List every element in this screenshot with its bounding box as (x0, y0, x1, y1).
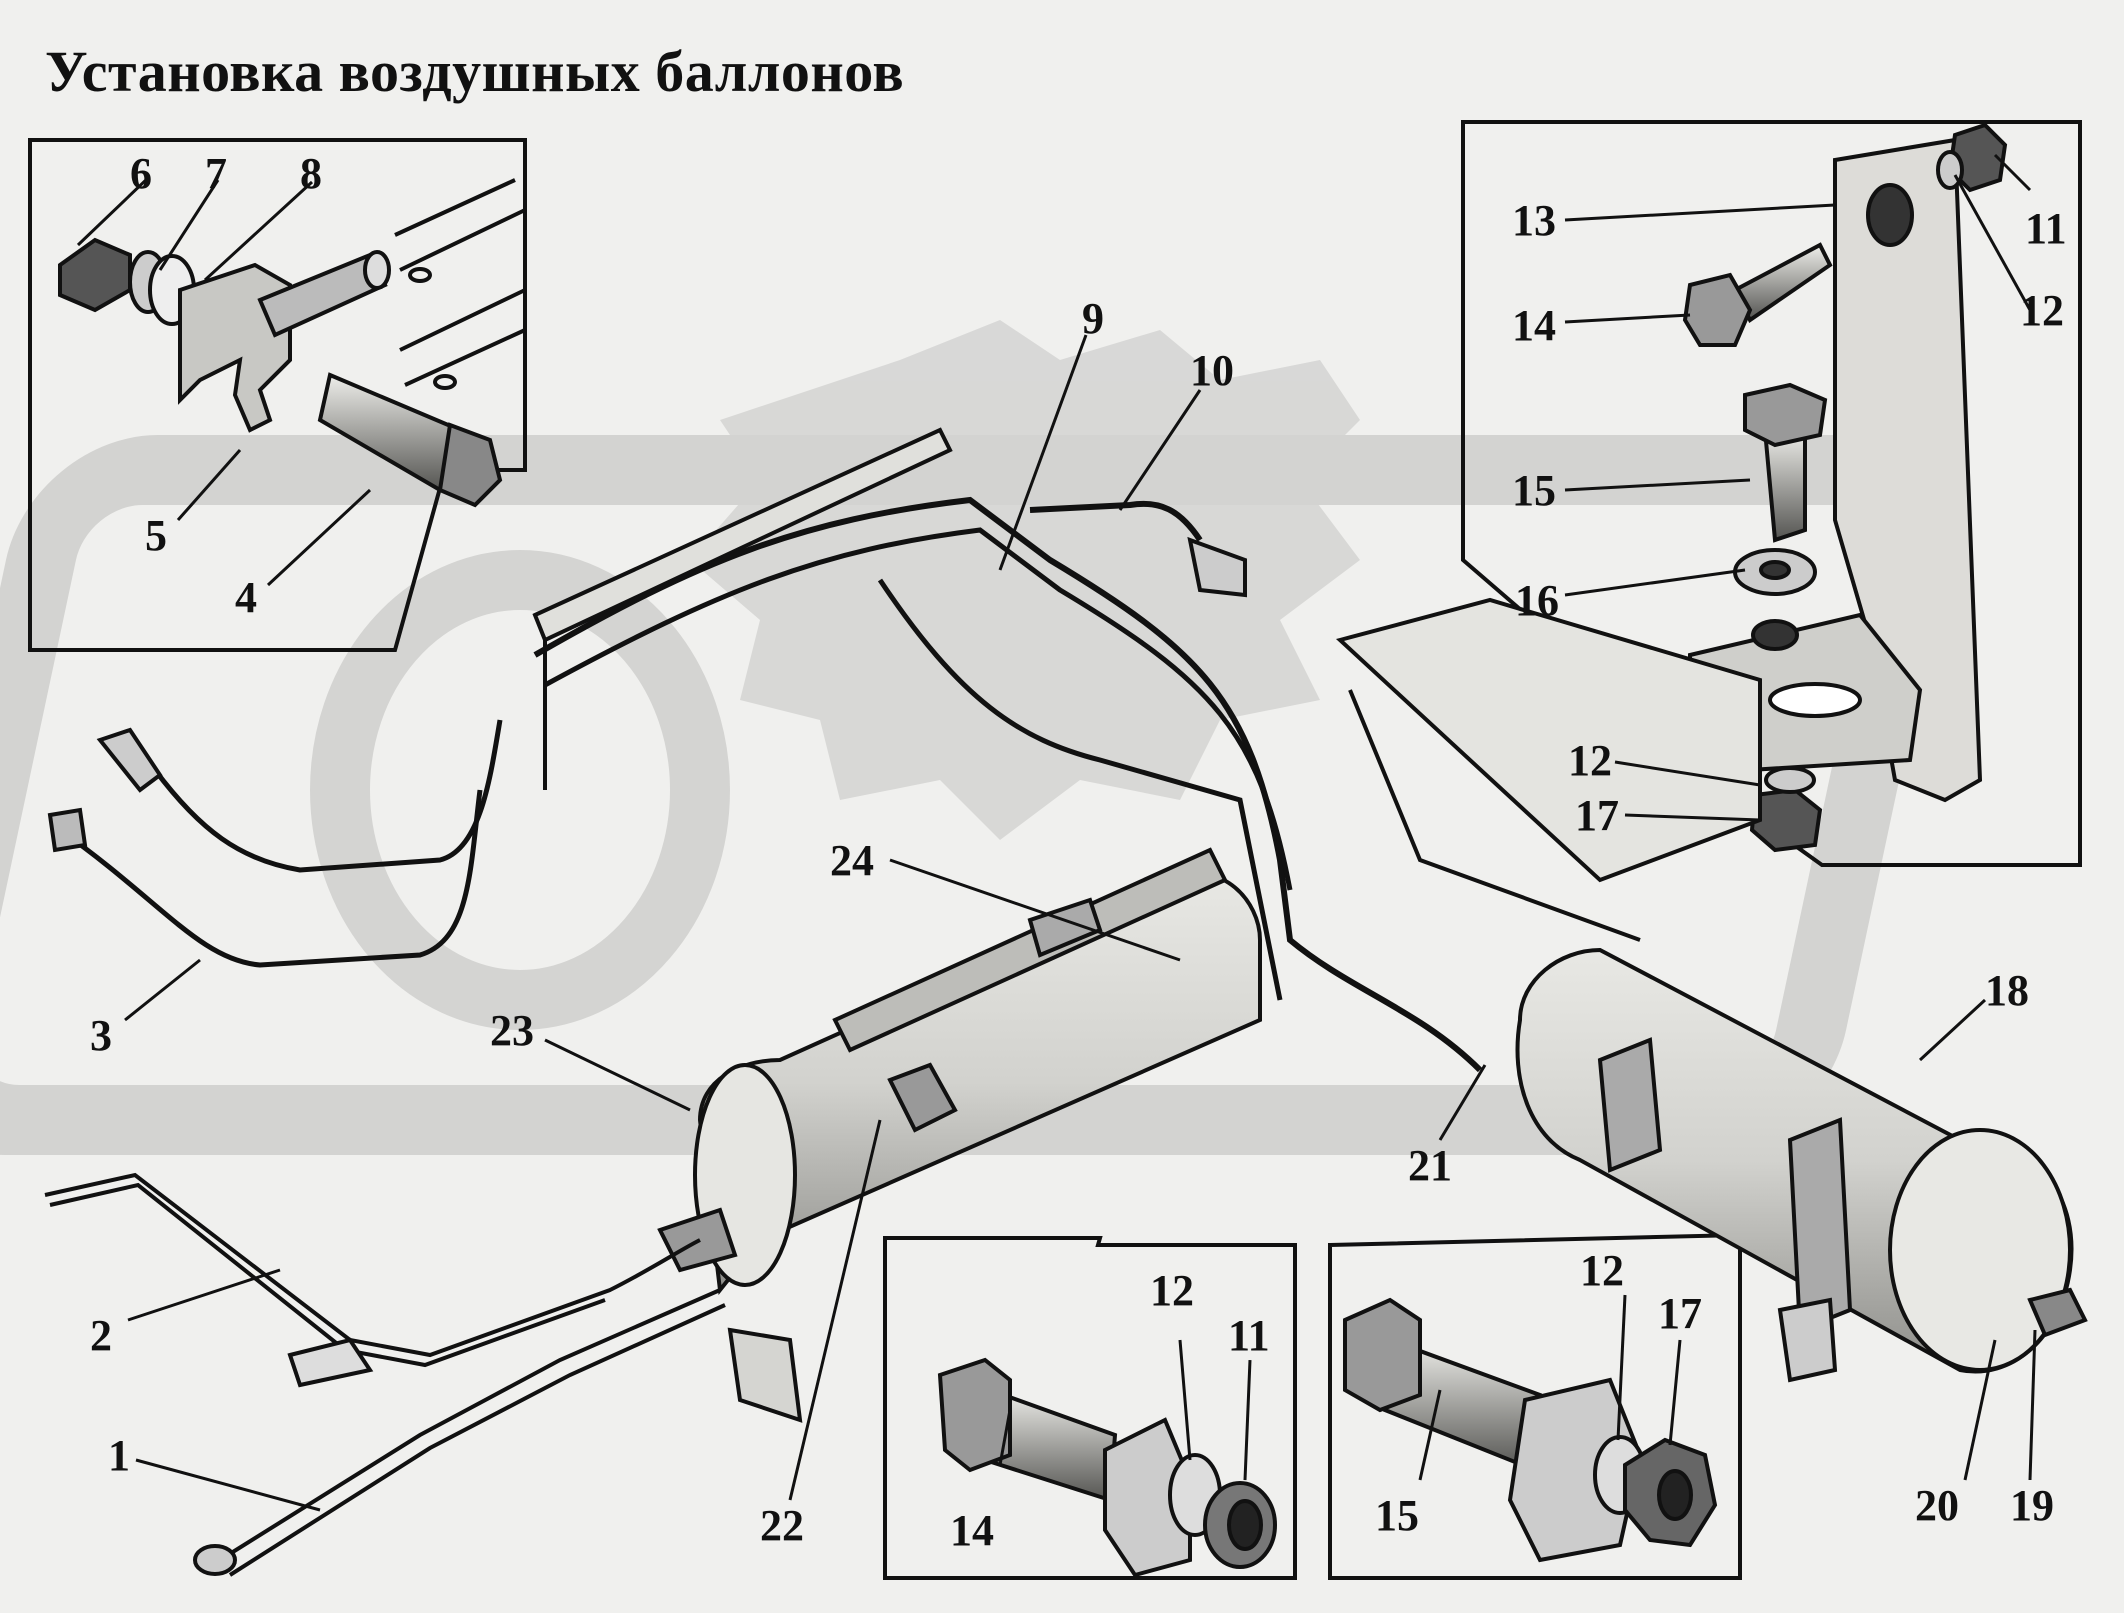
callout-4: 4 (235, 573, 257, 622)
callout-12-bottom-left: 12 (1150, 1266, 1194, 1315)
callout-12-top: 12 (2020, 286, 2064, 335)
bolt-head-icon (1682, 272, 1753, 347)
clamp-icon (887, 1062, 958, 1133)
elbow-fitting (1187, 536, 1247, 598)
callout-12-right-mid: 12 (1568, 736, 1612, 785)
hole-icon (1866, 183, 1914, 247)
callout-18: 18 (1985, 966, 2029, 1015)
nut-icon (1749, 787, 1823, 853)
tank-strap (1027, 897, 1103, 958)
callout-17-bottom: 17 (1658, 1289, 1702, 1338)
frame-beam (1335, 597, 1762, 883)
tank-strap (1597, 1037, 1663, 1173)
callout-19: 19 (2010, 1481, 2054, 1530)
clamp-icon (178, 262, 292, 433)
callout-7: 7 (205, 149, 227, 198)
inset-top-right (1461, 120, 2082, 867)
callout-16: 16 (1515, 576, 1559, 625)
nut-icon (58, 237, 132, 313)
callouts: 6 7 8 5 4 9 10 3 23 24 2 1 22 21 18 20 1… (90, 149, 2067, 1555)
pipe-icon (877, 578, 1283, 1001)
watermark-gear (690, 320, 1360, 840)
rod-2 (44, 1172, 701, 1358)
callout-14-bottom: 14 (950, 1506, 994, 1555)
callout-21: 21 (1408, 1141, 1452, 1190)
mounting-rail (532, 427, 953, 643)
drain-valve (2027, 1287, 2088, 1338)
callout-2: 2 (90, 1311, 112, 1360)
rod-1 (218, 1288, 721, 1562)
callout-13: 13 (1512, 196, 1556, 245)
inset-bottom-right (1328, 1232, 1742, 1580)
callout-14-top: 14 (1512, 301, 1556, 350)
pipe-icon (533, 496, 1483, 1073)
callout-9: 9 (1082, 294, 1104, 343)
fitting-icon (47, 807, 88, 853)
callout-11-top: 11 (2025, 204, 2067, 253)
pipe-icon (543, 527, 1293, 891)
callout-15-top: 15 (1512, 466, 1556, 515)
air-tank-left (657, 847, 1262, 1423)
pipe-icon (58, 789, 483, 968)
callout-11-bottom: 11 (1228, 1311, 1270, 1360)
fitting-icon (96, 727, 163, 793)
bracket-foot (727, 1327, 803, 1423)
callout-5: 5 (145, 511, 167, 560)
main-assembly (47, 427, 1762, 1073)
diagram-title: Установка воздушных баллонов (45, 39, 905, 104)
clip-icon (287, 1337, 374, 1388)
bolt-icon (1762, 428, 1807, 543)
callout-10: 10 (1190, 346, 1234, 395)
bolt-head-icon (1743, 382, 1828, 448)
tank-strap (1787, 1117, 1853, 1333)
callout-20: 20 (1915, 1481, 1959, 1530)
bracket-plate (1507, 1377, 1643, 1563)
bracket-plate (1103, 1417, 1192, 1578)
callout-8: 8 (300, 149, 322, 198)
pipe-icon (1029, 500, 1203, 542)
callout-6: 6 (130, 149, 152, 198)
inset-top-left (28, 138, 527, 652)
callout-15-bottom: 15 (1375, 1491, 1419, 1540)
callout-3: 3 (90, 1011, 112, 1060)
handle-icon (193, 1544, 237, 1576)
bracket-foot (1777, 1297, 1838, 1383)
leader-lines (76, 153, 2037, 1512)
air-tank-right (1515, 947, 2088, 1383)
callout-22: 22 (760, 1501, 804, 1550)
callout-1: 1 (108, 1431, 130, 1480)
callout-17-top: 17 (1575, 791, 1619, 840)
pipe-icon (153, 719, 503, 873)
washer-icon (1764, 766, 1816, 794)
callout-24: 24 (830, 836, 874, 885)
bolt-head-icon (1343, 1297, 1422, 1413)
callout-12-bottom-right: 12 (1580, 1246, 1624, 1295)
inset-bottom-middle (883, 1236, 1297, 1580)
bolt-head-icon (937, 1357, 1012, 1473)
bolt-head-icon (437, 422, 503, 508)
watermark-letter-o (310, 550, 730, 1030)
pull-rods (44, 1172, 726, 1577)
callout-23: 23 (490, 1006, 534, 1055)
